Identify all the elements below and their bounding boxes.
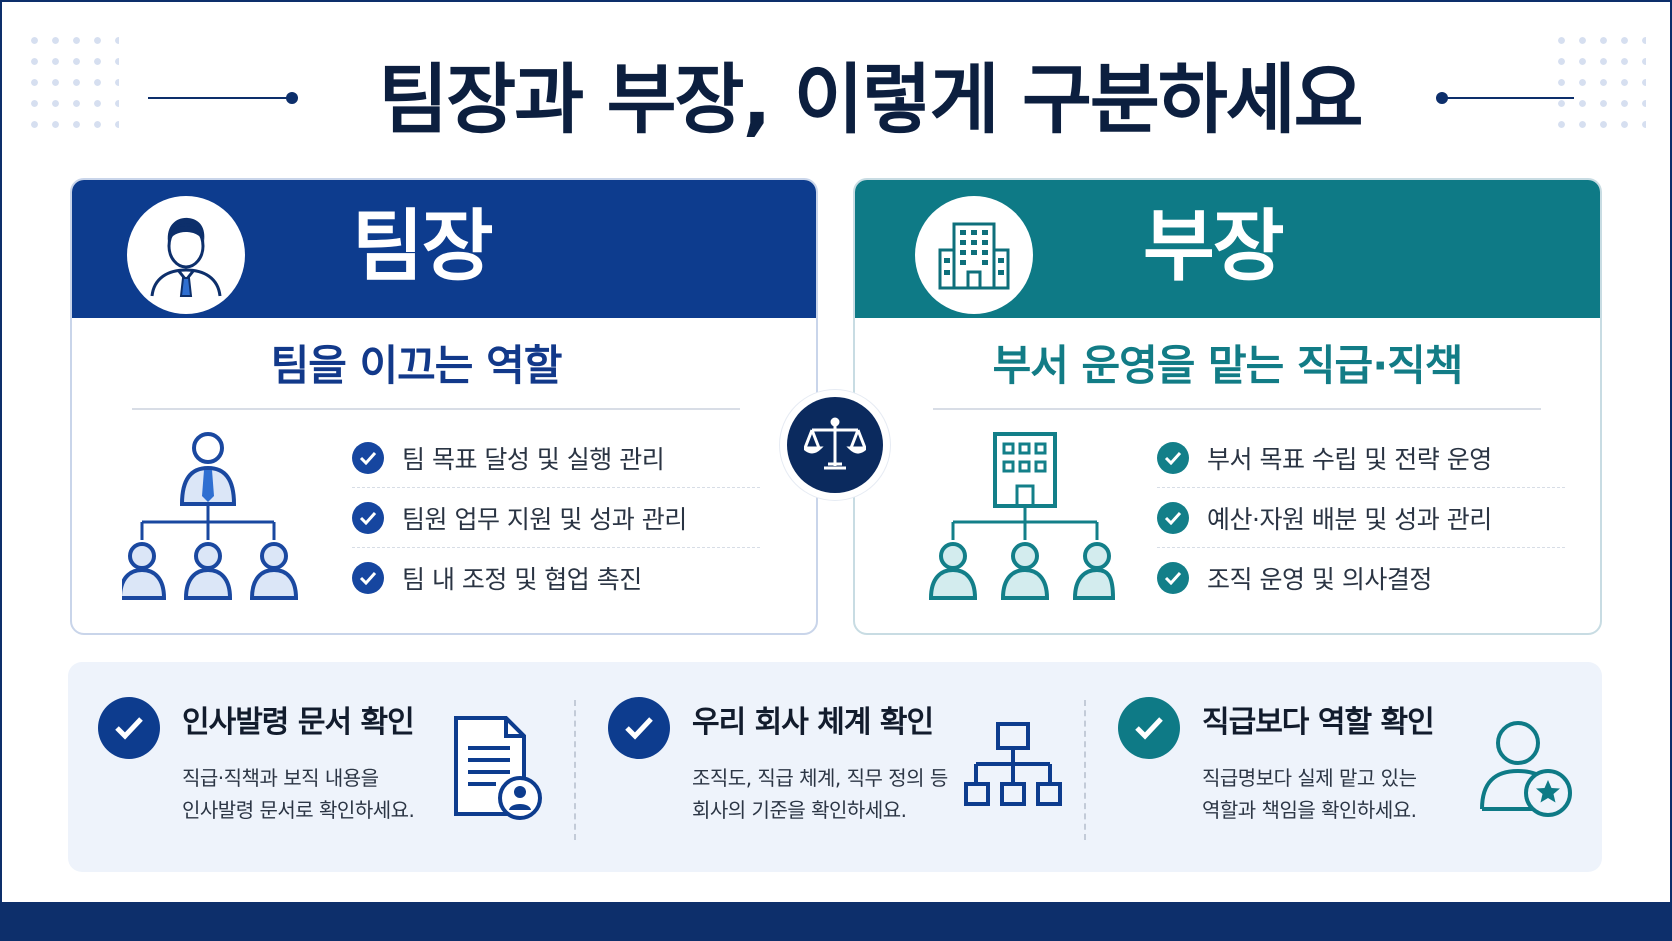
check-icon — [608, 697, 670, 759]
title-rule — [1442, 97, 1574, 99]
check-icon — [1157, 562, 1189, 594]
tip-description-line: 인사발령 문서로 확인하세요. — [182, 798, 415, 822]
team-leader-list: 팀 목표 달성 및 실행 관리 팀원 업무 지원 및 성과 관리 팀 내 조정 … — [352, 428, 760, 608]
page-title: 팀장과 부장, 이렇게 구분하세요 — [378, 55, 1363, 144]
tips-panel: 인사발령 문서 확인 직급·직책과 보직 내용을 인사발령 문서로 확인하세요.… — [68, 662, 1602, 872]
tip-description-line: 역할과 책임을 확인하세요. — [1202, 798, 1417, 822]
card-header: 팀장 — [72, 180, 816, 318]
tip-title: 우리 회사 체계 확인 — [692, 705, 934, 740]
check-icon — [352, 562, 384, 594]
tip-document: 인사발령 문서 확인 직급·직책과 보직 내용을 인사발령 문서로 확인하세요. — [68, 662, 574, 872]
title-row: 팀장과 부장, 이렇게 구분하세요 — [0, 48, 1672, 148]
tip-org-structure: 우리 회사 체계 확인 조직도, 직급 체계, 직무 정의 등 회사의 기준을 … — [578, 662, 1084, 872]
tip-role-check: 직급보다 역할 확인 직급명보다 실제 맡고 있는 역할과 책임을 확인하세요. — [1088, 662, 1602, 872]
check-icon — [1157, 441, 1189, 474]
card-subtitle: 팀을 이끄는 역할 — [270, 341, 563, 390]
department-org-icon — [925, 430, 1116, 604]
scale-icon — [787, 397, 883, 493]
title-rule — [148, 97, 292, 99]
tip-description-line: 직급명보다 실제 맡고 있는 — [1202, 766, 1417, 790]
document-person-icon — [452, 714, 544, 826]
tip-description-line: 조직도, 직급 체계, 직무 정의 등 — [692, 766, 948, 790]
tip-description-line: 직급·직책과 보직 내용을 — [182, 766, 379, 790]
list-item-text: 팀원 업무 지원 및 성과 관리 — [402, 504, 687, 534]
list-item-text: 부서 목표 수립 및 전략 운영 — [1207, 444, 1492, 474]
list-item: 팀 내 조정 및 협업 촉진 — [352, 548, 760, 608]
list-item: 팀원 업무 지원 및 성과 관리 — [352, 488, 760, 548]
team-leader-card: 팀장 팀을 이끄는 역할 팀 목표 달성 및 실행 관리 팀원 업무 지원 및 … — [70, 178, 818, 635]
list-item-text: 팀 내 조정 및 협업 촉진 — [402, 565, 642, 594]
check-icon — [1118, 697, 1180, 759]
list-item: 조직 운영 및 의사결정 — [1157, 548, 1565, 608]
tip-title: 인사발령 문서 확인 — [182, 705, 415, 740]
tip-separator — [574, 700, 576, 840]
person-star-icon — [1478, 717, 1574, 821]
list-item: 예산·자원 배분 및 성과 관리 — [1157, 488, 1565, 548]
list-item-text: 예산·자원 배분 및 성과 관리 — [1207, 504, 1492, 534]
title-rule-dot — [286, 92, 298, 104]
divider — [132, 408, 740, 410]
tip-description: 조직도, 직급 체계, 직무 정의 등 회사의 기준을 확인하세요. — [692, 762, 948, 826]
list-item: 팀 목표 달성 및 실행 관리 — [352, 428, 760, 488]
tip-title: 직급보다 역할 확인 — [1202, 705, 1435, 740]
decorative-dots — [24, 30, 119, 140]
check-icon — [352, 441, 384, 474]
card-subtitle: 부서 운영을 맡는 직급·직책 — [992, 341, 1464, 390]
team-org-icon — [117, 430, 302, 604]
check-icon — [98, 697, 160, 759]
check-icon — [1157, 501, 1189, 534]
list-item-text: 팀 목표 달성 및 실행 관리 — [402, 444, 665, 474]
department-head-card: 부장 부서 운영을 맡는 직급·직책 부서 목표 수립 및 전략 운영 — [853, 178, 1602, 635]
tip-description: 직급·직책과 보직 내용을 인사발령 문서로 확인하세요. — [182, 762, 415, 826]
scale-badge — [780, 390, 890, 500]
divider — [933, 408, 1541, 410]
department-head-list: 부서 목표 수립 및 전략 운영 예산·자원 배분 및 성과 관리 조직 운영 … — [1157, 428, 1565, 608]
check-icon — [352, 501, 384, 534]
card-heading: 팀장 — [352, 202, 494, 292]
tip-separator — [1084, 700, 1086, 840]
person-tie-icon — [127, 196, 245, 314]
decorative-dots — [1551, 30, 1646, 140]
list-item: 부서 목표 수립 및 전략 운영 — [1157, 428, 1565, 488]
footer-bar — [0, 902, 1672, 941]
tip-description: 직급명보다 실제 맡고 있는 역할과 책임을 확인하세요. — [1202, 762, 1417, 826]
list-item-text: 조직 운영 및 의사결정 — [1207, 565, 1432, 594]
card-heading: 부장 — [1143, 202, 1285, 292]
org-chart-icon — [964, 722, 1064, 816]
tip-description-line: 회사의 기준을 확인하세요. — [692, 798, 907, 822]
building-icon — [915, 196, 1033, 314]
card-header: 부장 — [855, 180, 1600, 318]
